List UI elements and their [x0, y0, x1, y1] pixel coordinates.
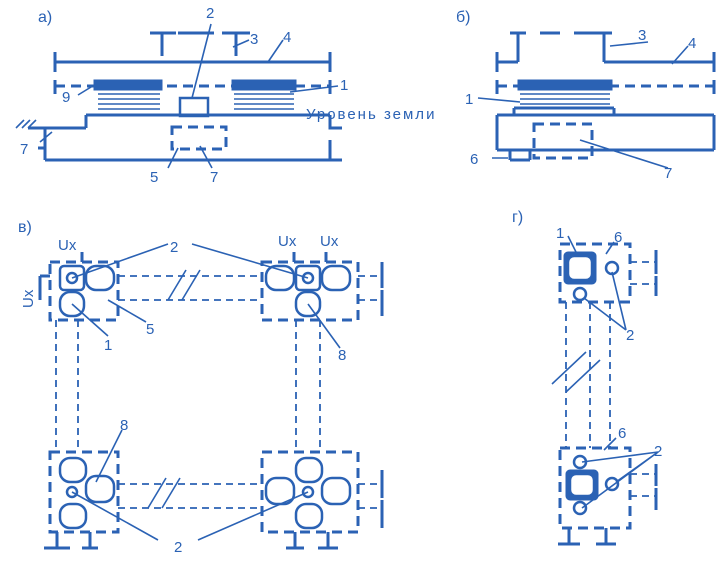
pile-cap [48, 260, 120, 322]
callout: 1 [104, 337, 112, 354]
panel-a-label: а) [38, 9, 52, 26]
callout: 7 [664, 165, 672, 182]
panel-g-label: г) [512, 209, 523, 226]
connecting-beams [55, 275, 321, 509]
pile-cap [260, 450, 360, 534]
leader-lines [71, 243, 341, 541]
cavity [170, 125, 228, 151]
pile-cap [558, 242, 632, 304]
panel-g: г) 1 6 2 6 2 [512, 209, 662, 546]
callout: 2 [206, 5, 214, 22]
callout: 2 [174, 539, 182, 556]
panel-b-label: б) [456, 9, 471, 26]
callout: 2 [626, 327, 634, 344]
leader-lines [39, 23, 339, 169]
ux-label: Ux [320, 233, 339, 250]
column-stub [510, 31, 612, 62]
top-beam [495, 52, 716, 72]
foundation-body [38, 128, 342, 162]
callout: 7 [20, 141, 28, 158]
pile-cap [48, 450, 120, 534]
pile-cap [558, 446, 632, 530]
leader-lines [567, 235, 659, 509]
panel-v-label: в) [18, 219, 32, 236]
sensor [572, 286, 588, 302]
callout: 3 [250, 31, 258, 48]
sensors [65, 271, 315, 499]
callout: 2 [170, 239, 178, 256]
callout: 4 [283, 29, 291, 46]
panel-b: б) 3 4 1 6 7 [456, 9, 716, 182]
cavity [532, 122, 594, 160]
ground-hatch [15, 119, 37, 129]
break-marks [147, 269, 201, 509]
foundation-top [28, 113, 342, 130]
callout: 2 [654, 443, 662, 460]
callout: 8 [338, 347, 346, 364]
sensor [572, 500, 588, 516]
callout: 5 [146, 321, 154, 338]
callout: 1 [556, 225, 564, 242]
sensor [604, 476, 620, 492]
bearing-right [231, 79, 297, 110]
sensor-box [178, 96, 210, 118]
callout: 5 [150, 169, 158, 186]
bearing [517, 79, 613, 105]
callout: 1 [340, 77, 348, 94]
ux-label: Ux [278, 233, 297, 250]
callout: 8 [120, 417, 128, 434]
callout: 6 [470, 151, 478, 168]
pile-cap [260, 260, 360, 322]
ground-level-label: Уровень земли [306, 106, 436, 123]
callout: 7 [210, 169, 218, 186]
ux-label: Ux [58, 237, 77, 254]
panel-a: а) Уровень земли 2 3 4 1 9 7 5 [15, 5, 436, 186]
callout: 4 [688, 35, 696, 52]
connecting-beams [565, 302, 611, 448]
bearing-left [93, 79, 163, 110]
column-stub [150, 31, 250, 56]
top-beam [53, 52, 332, 72]
panel-v: в) [18, 219, 384, 556]
leader-lines [477, 41, 689, 169]
callout: 3 [638, 27, 646, 44]
callout: 6 [618, 425, 626, 442]
break-marks [551, 351, 601, 393]
foundation-body [495, 113, 716, 152]
callout: 9 [62, 89, 70, 106]
callout: 6 [614, 229, 622, 246]
callout: 1 [465, 91, 473, 108]
ux-label: Ux [20, 289, 37, 308]
